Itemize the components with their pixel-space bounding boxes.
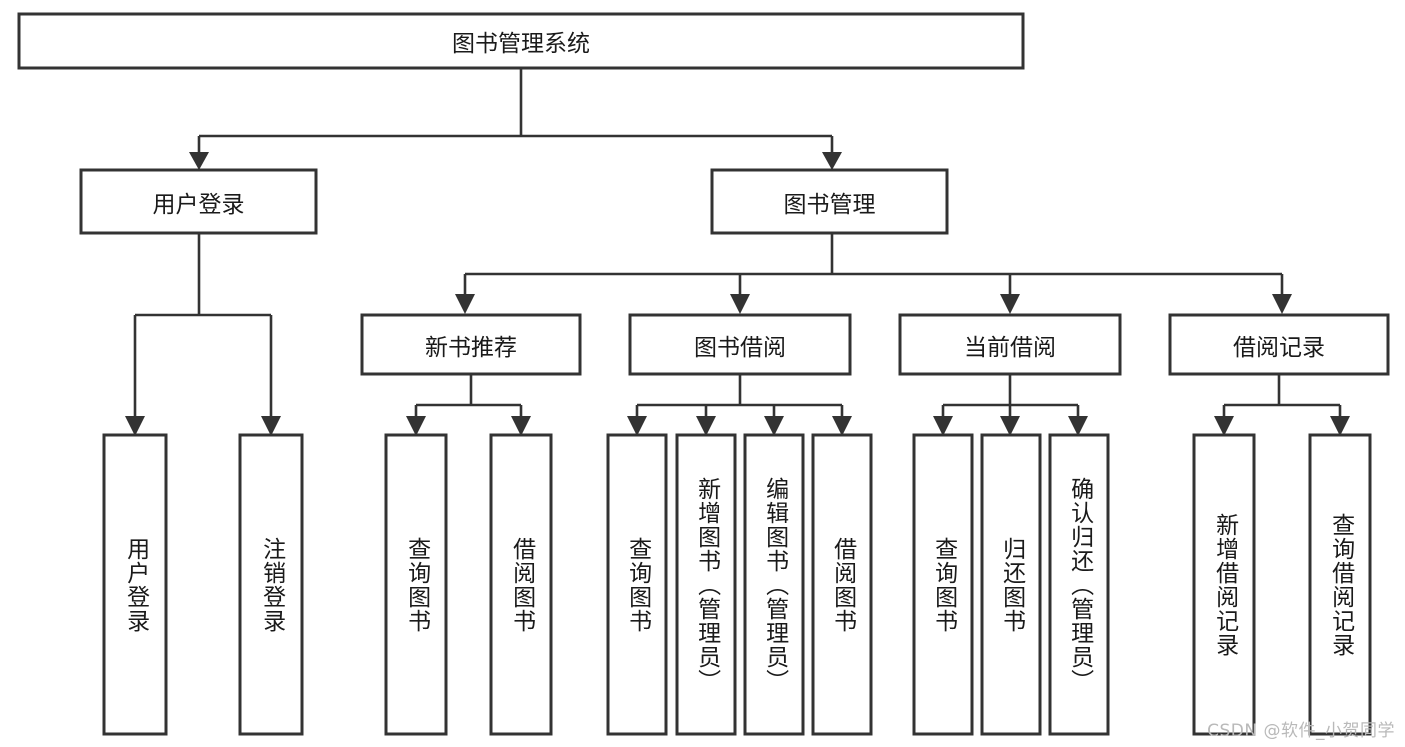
arrowhead-new-book-recommend xyxy=(455,294,475,314)
arrowhead-leaf-query-record xyxy=(1330,416,1350,436)
arrowhead-book-manage xyxy=(822,152,842,170)
arrowhead-leaf-query-book-c xyxy=(933,416,953,436)
node-leaf-query-record[interactable] xyxy=(1308,433,1372,736)
arrowhead-borrow-record xyxy=(1272,294,1292,314)
arrowhead-book-borrow xyxy=(730,294,750,314)
arrowhead-leaf-query-book-b xyxy=(627,416,647,436)
node-leaf-edit-book[interactable] xyxy=(743,433,805,736)
node-root[interactable] xyxy=(17,12,1025,70)
node-leaf-add-book[interactable] xyxy=(675,433,737,736)
node-book-manage[interactable] xyxy=(710,168,949,235)
arrowhead-leaf-borrow-book-b xyxy=(832,416,852,436)
node-leaf-query-book-a[interactable] xyxy=(384,433,448,736)
node-borrow-record[interactable] xyxy=(1168,313,1390,376)
arrowhead-leaf-edit-book xyxy=(764,416,784,436)
node-leaf-return-book[interactable] xyxy=(980,433,1042,736)
arrowhead-leaf-confirm-return xyxy=(1068,416,1088,436)
node-leaf-confirm-return[interactable] xyxy=(1048,433,1110,736)
node-leaf-add-record[interactable] xyxy=(1192,433,1256,736)
arrowhead-leaf-borrow-book-a xyxy=(511,416,531,436)
arrowhead-leaf-return-book xyxy=(1000,416,1020,436)
arrowhead-leaf-add-record xyxy=(1214,416,1234,436)
node-leaf-logout-login[interactable] xyxy=(238,433,304,736)
csdn-watermark: CSDN @软件_小贺同学 xyxy=(1207,721,1395,741)
node-book-borrow[interactable] xyxy=(628,313,852,376)
arrowhead-current-borrow xyxy=(1000,294,1020,314)
node-new-book-recommend[interactable] xyxy=(360,313,582,376)
node-leaf-borrow-book-a[interactable] xyxy=(489,433,553,736)
arrowhead-leaf-user-login xyxy=(125,416,145,436)
arrowhead-user-login xyxy=(189,152,209,170)
arrowhead-leaf-logout-login xyxy=(261,416,281,436)
node-current-borrow[interactable] xyxy=(898,313,1122,376)
node-leaf-query-book-c[interactable] xyxy=(912,433,974,736)
node-leaf-user-login[interactable] xyxy=(102,433,168,736)
arrowhead-leaf-query-book-a xyxy=(406,416,426,436)
node-leaf-borrow-book-b[interactable] xyxy=(811,433,873,736)
node-leaf-query-book-b[interactable] xyxy=(606,433,668,736)
node-user-login[interactable] xyxy=(79,168,318,235)
arrowhead-leaf-add-book xyxy=(696,416,716,436)
